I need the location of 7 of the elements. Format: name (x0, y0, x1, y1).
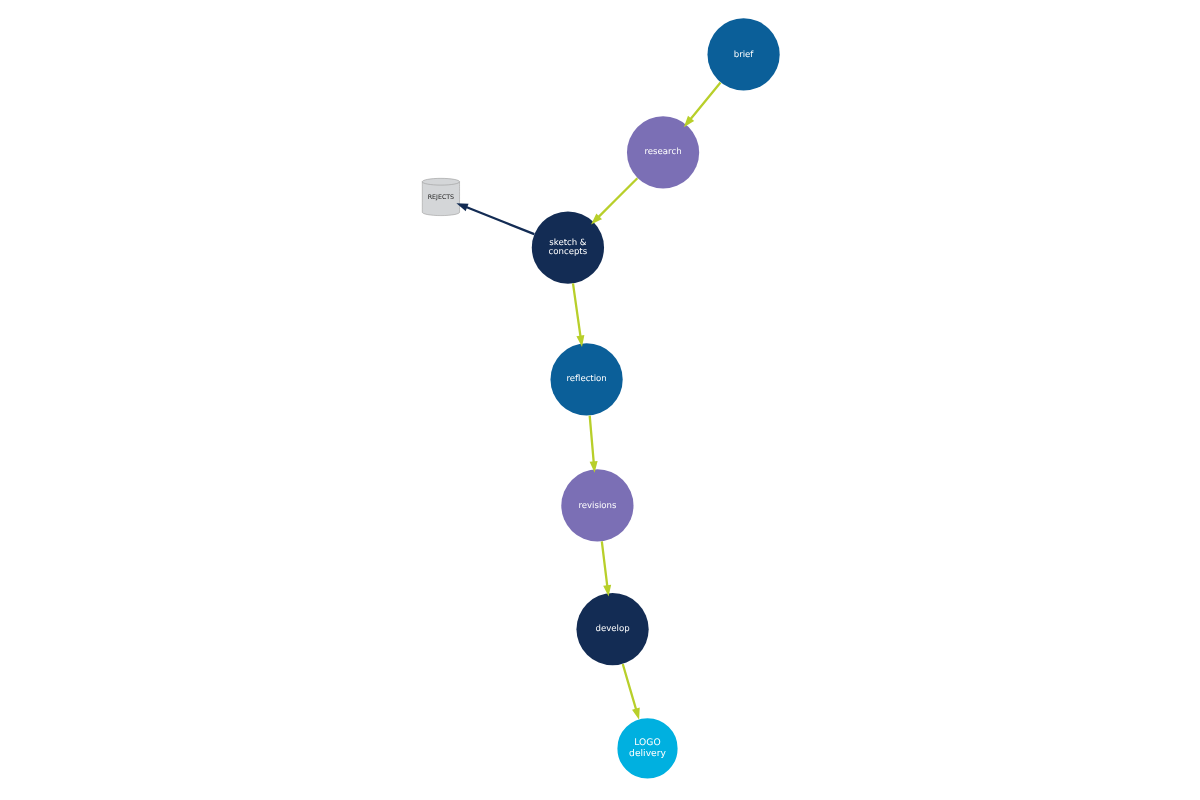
arrow (599, 541, 611, 597)
arrow (570, 283, 584, 347)
arrow (587, 415, 597, 473)
arrow (682, 81, 721, 128)
arrow (590, 177, 638, 225)
arrow (620, 663, 639, 720)
arrow (455, 203, 534, 236)
